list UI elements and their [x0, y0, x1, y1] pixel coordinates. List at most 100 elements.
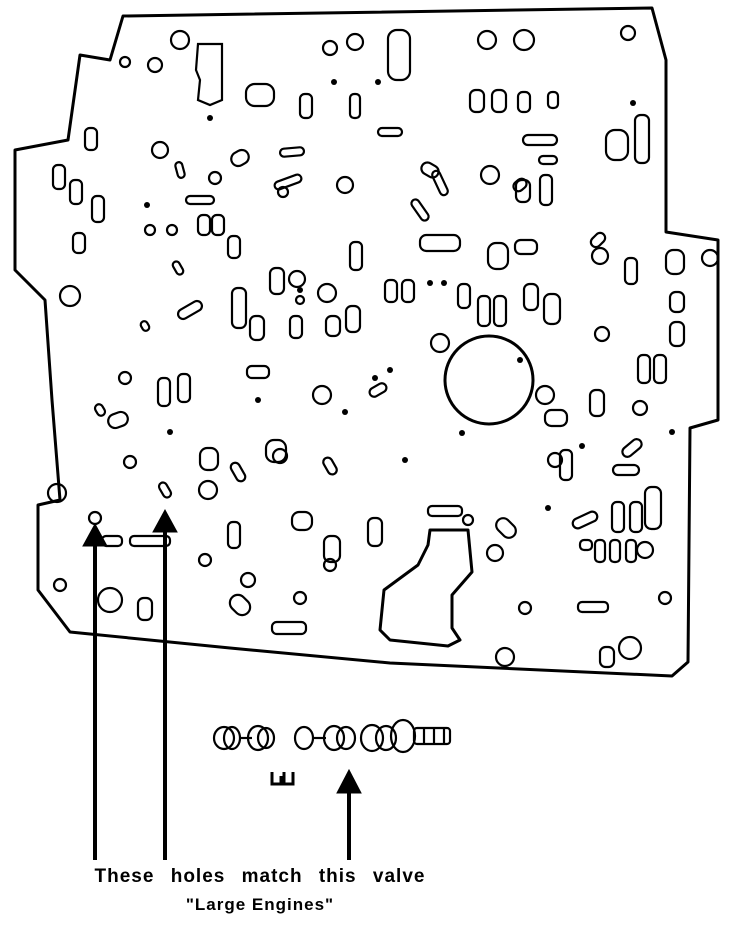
caption-line-2: "Large Engines"	[185, 895, 335, 914]
plate-hole	[169, 29, 191, 51]
plate-slot	[593, 538, 607, 564]
plate-pin-dot	[402, 457, 408, 463]
plate-slot	[490, 88, 508, 114]
plate-pin-dot	[167, 429, 173, 435]
plate-slot	[226, 234, 242, 260]
plate-slot	[298, 92, 314, 120]
plate-hole	[534, 384, 556, 406]
plate-pin-dot	[372, 375, 378, 381]
plate-slot	[516, 90, 532, 114]
plate-hole	[635, 540, 655, 560]
plate-slot	[588, 388, 606, 418]
plate-bracket	[194, 42, 224, 107]
plate-slot	[157, 481, 173, 499]
plate-slot	[270, 620, 308, 636]
plate-slot	[230, 148, 250, 168]
plate-slot	[90, 194, 106, 224]
plate-slot	[244, 82, 276, 108]
plate-slot	[386, 28, 412, 82]
plate-hole	[590, 246, 610, 266]
plate-slot	[184, 194, 216, 206]
plate-hole	[631, 399, 649, 417]
plate-slot	[348, 92, 362, 120]
plate-slot	[558, 448, 574, 482]
plate-hole	[517, 600, 533, 616]
plate-slot	[410, 198, 430, 222]
plate-slot	[229, 461, 247, 483]
plate-slot	[139, 320, 151, 332]
plate-slot	[156, 376, 172, 408]
plate-pin-dot	[331, 79, 337, 85]
plate-slot	[611, 463, 641, 477]
plate-slot	[668, 290, 686, 314]
plate-slot	[290, 510, 314, 532]
plate-slot	[486, 241, 510, 271]
plate-slot	[324, 314, 342, 338]
plate-hole	[322, 557, 338, 573]
plate-slot	[513, 238, 539, 256]
arrow-right-hole	[152, 508, 178, 860]
plate-slot	[383, 278, 399, 304]
plate-hole	[197, 479, 219, 501]
plate-pin-dot	[545, 505, 551, 511]
arrow-left-hole	[82, 522, 108, 860]
plate-hole	[316, 282, 338, 304]
plate-hole	[146, 56, 164, 74]
valve-assembly	[212, 718, 452, 754]
plate-pin-dot	[630, 100, 636, 106]
large-bore-hole	[443, 334, 535, 426]
plate-slot	[576, 600, 610, 614]
plate-slot	[476, 294, 492, 328]
plate-pin-dot	[387, 367, 393, 373]
plate-hole	[143, 223, 157, 237]
plate-slot	[589, 231, 607, 249]
plate-pin-dot	[459, 430, 465, 436]
plate-hole	[197, 552, 213, 568]
plate-slot	[264, 438, 288, 464]
plate-slot	[521, 133, 559, 147]
plate-slot	[68, 178, 84, 206]
plate-hole	[239, 571, 257, 589]
plate-slot	[174, 161, 186, 179]
plate-slot	[522, 282, 540, 312]
separator-plate-outline	[13, 6, 720, 678]
plate-hole	[271, 447, 289, 465]
plate-hole	[287, 269, 307, 289]
plate-pin-dot	[441, 280, 447, 286]
plate-hole	[461, 513, 475, 527]
spring	[270, 772, 295, 786]
plate-slot	[171, 260, 185, 276]
plate-slot	[495, 517, 517, 539]
plate-hole	[476, 29, 498, 51]
plate-hole	[122, 454, 138, 470]
plate-slot	[136, 596, 154, 622]
plate-slot	[176, 299, 204, 321]
plate-hole	[150, 140, 170, 160]
plate-slot	[226, 520, 242, 550]
plate-slot	[512, 177, 528, 193]
plate-hole	[485, 543, 505, 563]
plate-pin-dot	[375, 79, 381, 85]
plate-pin-dot	[297, 287, 303, 293]
plate-slot	[366, 516, 384, 548]
plate-slot	[578, 538, 594, 552]
plate-pin-dot	[207, 115, 213, 121]
plate-hole	[118, 55, 132, 69]
plate-slot	[604, 128, 630, 162]
plate-slot	[268, 266, 286, 296]
plate-slot	[431, 169, 449, 197]
plate-slot	[652, 353, 668, 385]
plate-slot	[278, 146, 306, 158]
plate-pin-dot	[517, 357, 523, 363]
plate-slot	[322, 456, 338, 476]
plate-slot	[71, 231, 87, 255]
plate-hole	[96, 586, 124, 614]
plate-slot	[468, 88, 486, 114]
plate-slot	[420, 161, 440, 179]
plate-slot	[542, 292, 562, 326]
plate-slot	[628, 500, 644, 534]
plate-slot	[322, 534, 342, 564]
plate-slot	[643, 485, 663, 531]
plate-slot	[633, 113, 651, 165]
